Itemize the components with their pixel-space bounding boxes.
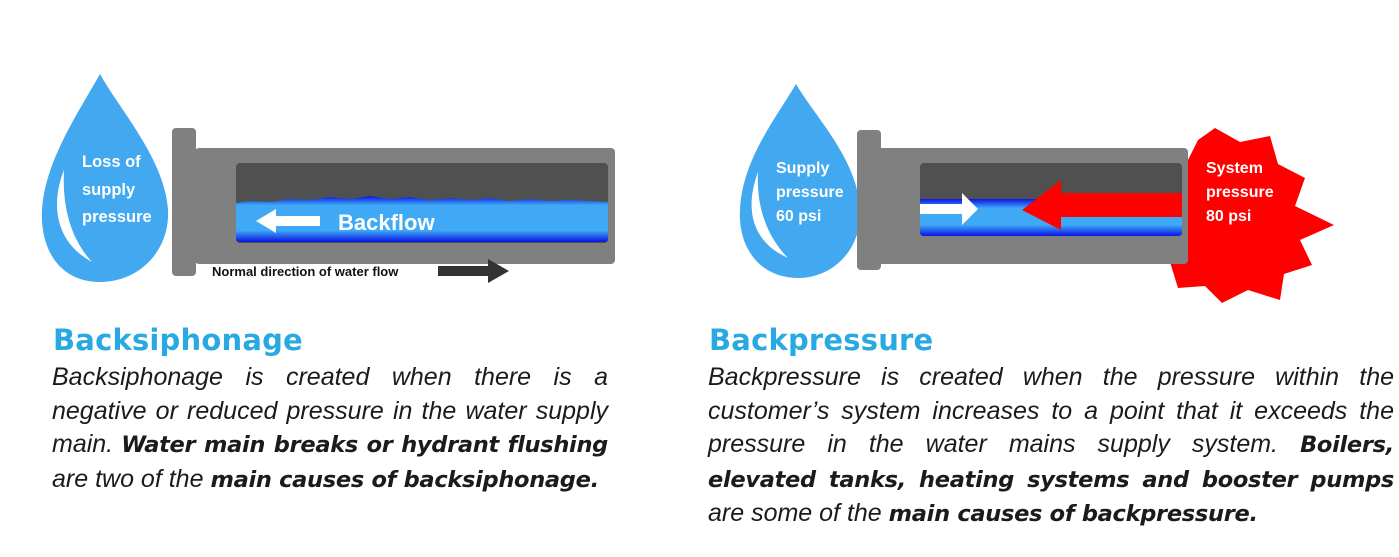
water-fill bbox=[236, 196, 608, 242]
normal-direction-label: Normal direction of water flow bbox=[212, 264, 399, 279]
description-text: Backsiphonage is created when there is a… bbox=[52, 363, 608, 458]
backpressure-description: Backpressure is created when the pressur… bbox=[708, 361, 1394, 532]
backpressure-diagram: Supply pressure 60 psi System pressure 8… bbox=[739, 84, 1334, 303]
starburst-icon bbox=[1170, 128, 1334, 303]
description-bold-text: main causes of backpressure. bbox=[888, 501, 1258, 527]
description-text: are two of the bbox=[52, 464, 211, 493]
description-bold-text: main causes of backsiphonage. bbox=[210, 466, 599, 493]
backpressure-arrow-icon bbox=[1022, 180, 1182, 230]
drop-highlight bbox=[57, 170, 92, 262]
supply-pressure-label: Supply pressure 60 psi bbox=[776, 160, 848, 225]
water-drop-icon bbox=[739, 84, 861, 278]
backflow-label: Backflow bbox=[338, 210, 435, 235]
backpressure-panel: Supply pressure 60 psi System pressure 8… bbox=[700, 0, 1399, 557]
water-drop-icon bbox=[41, 74, 169, 282]
backsiphonage-description: Backsiphonage is created when there is a… bbox=[52, 361, 608, 497]
backpressure-heading: Backpressure bbox=[709, 323, 934, 357]
pipe-icon bbox=[172, 128, 615, 276]
description-text: are some of the bbox=[708, 499, 889, 527]
backsiphonage-heading: Backsiphonage bbox=[53, 323, 303, 357]
backsiphonage-panel: Backflow Loss of supply pressure Normal … bbox=[41, 74, 615, 497]
description-bold-text: Boilers, elevated tanks, heating systems… bbox=[708, 432, 1394, 493]
description-bold-text: Water main breaks or hydrant flushing bbox=[121, 432, 608, 458]
drop-highlight bbox=[751, 172, 788, 258]
pipe-flange bbox=[857, 130, 881, 270]
backsiphonage-diagram: Backflow Loss of supply pressure Normal … bbox=[41, 74, 615, 283]
backflow-arrow-icon bbox=[256, 209, 320, 233]
description-text: Backpressure is created when the pressur… bbox=[708, 363, 1394, 458]
supply-flow-arrow-icon bbox=[920, 193, 978, 225]
system-pressure-label: System pressure 80 psi bbox=[1206, 160, 1278, 225]
pipe-flange bbox=[172, 128, 196, 276]
drop-label: Loss of supply pressure bbox=[82, 153, 152, 226]
normal-direction-arrow-icon bbox=[438, 259, 509, 283]
